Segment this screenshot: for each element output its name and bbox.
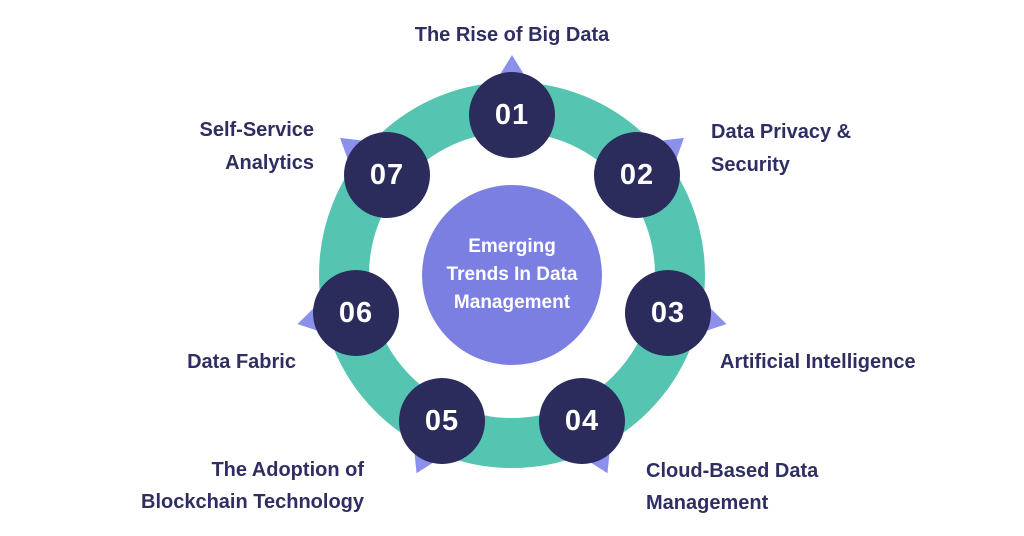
node-02-number: 02: [619, 158, 655, 191]
label-line: Blockchain Technology: [141, 491, 364, 513]
node-03-number: 03: [650, 296, 686, 329]
node-02-label: Data Privacy & Security: [711, 116, 851, 182]
center-title-line: Trends In Data: [446, 264, 578, 285]
center-title-line: Emerging: [468, 236, 556, 257]
label-line: The Adoption of: [211, 459, 364, 481]
label-line: Cloud-Based Data: [646, 460, 819, 482]
label-line: The Rise of Big Data: [414, 24, 610, 46]
node-05-number: 05: [424, 404, 460, 437]
node-01-badge: 01: [469, 72, 555, 158]
node-03-badge: 03: [625, 270, 711, 356]
label-line: Artificial Intelligence: [720, 351, 916, 373]
node-05-badge: 05: [399, 378, 485, 464]
label-line: Self-Service: [199, 119, 314, 141]
node-07-number: 07: [369, 158, 405, 191]
node-04-badge: 04: [539, 378, 625, 464]
node-04-number: 04: [564, 404, 600, 437]
node-02-badge: 02: [594, 132, 680, 218]
node-06-number: 06: [338, 296, 374, 329]
node-07-badge: 07: [344, 132, 430, 218]
node-06-badge: 06: [313, 270, 399, 356]
center-title-line: Management: [453, 292, 571, 313]
node-06-label: Data Fabric: [96, 346, 296, 379]
label-line: Analytics: [225, 152, 314, 174]
node-05-label: The Adoption of Blockchain Technology: [64, 454, 364, 518]
label-line: Security: [711, 154, 790, 176]
node-01-label: The Rise of Big Data: [312, 19, 712, 52]
node-03-label: Artificial Intelligence: [720, 346, 916, 379]
node-01-number: 01: [494, 98, 530, 131]
center-circle: Emerging Trends In Data Management: [422, 185, 602, 365]
label-line: Management: [646, 492, 769, 514]
node-04-label: Cloud-Based Data Management: [646, 455, 818, 519]
label-line: Data Fabric: [187, 351, 296, 373]
node-07-label: Self-Service Analytics: [114, 114, 314, 180]
label-line: Data Privacy &: [711, 121, 852, 143]
